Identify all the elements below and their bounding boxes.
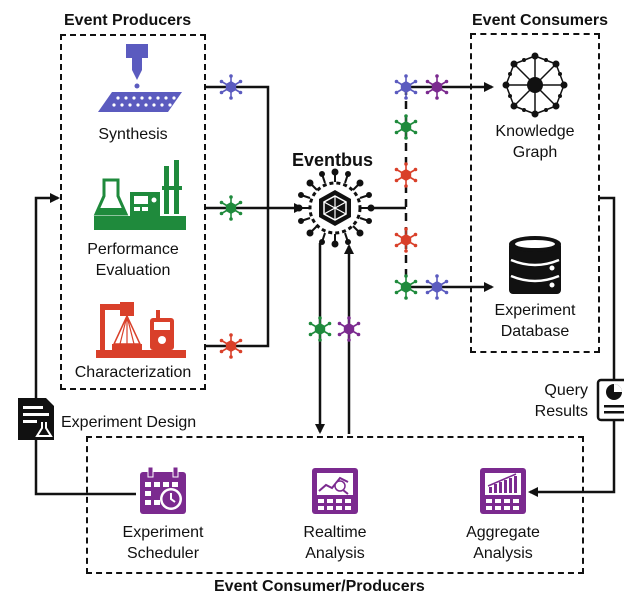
event-consumer-producers-box [86,436,584,574]
event-consumers-box [470,33,600,353]
scheduler-label-line2: Scheduler [126,545,200,562]
query-results-label-line2: Results [534,403,588,420]
event-icon-down-green [308,316,332,346]
event-consumers-title: Event Consumers [472,12,609,29]
query-results-label-line1: Query [544,382,588,399]
database-label-line2: Database [500,323,570,340]
event-icon-stack-red-2 [394,227,418,257]
aggregate-label-line1: Aggregate [466,524,540,541]
aggregate-label-line2: Analysis [473,545,533,562]
knowledge-graph-label-line2: Graph [512,144,558,161]
performance-evaluation-icon [93,160,186,230]
database-label-line1: Experiment [494,302,576,319]
query-results-document-icon [596,378,624,422]
scheduler-label-line1: Experiment [122,524,204,541]
characterization-label: Characterization [74,364,192,381]
event-icon-up-purple [337,316,361,346]
realtime-analysis-icon [312,468,358,514]
experiment-design-document-icon [18,398,54,440]
realtime-label-line2: Analysis [305,545,365,562]
realtime-label-line1: Realtime [303,524,367,541]
event-producers-title: Event Producers [64,12,192,29]
query-results-loop [528,196,616,497]
event-consumer-producers-title: Event Consumer/Producers [214,578,425,595]
event-icon-bus-out-blue [394,74,418,104]
event-producers-box [60,34,206,390]
performance-label-line2: Evaluation [95,262,171,279]
eventbus-icon [295,168,375,248]
event-icon-stack-blue [425,274,449,304]
synthesis-to-bus-line [206,85,270,208]
knowledge-graph-icon [502,52,568,118]
scheduler-icon [140,466,186,514]
event-icon-bus-out-purple [425,74,449,104]
event-icon-characterization [219,333,243,363]
event-icon-performance [219,195,243,225]
synthesis-label: Synthesis [98,126,168,143]
aggregate-analysis-icon [480,468,526,514]
experiment-design-label: Experiment Design [61,414,197,431]
knowledge-graph-label-line1: Knowledge [495,123,575,140]
event-icon-stack-green-2 [394,274,418,304]
event-icon-stack-green-1 [394,114,418,144]
characterization-to-bus-line [206,208,270,348]
eventbus-title: Eventbus [292,150,374,170]
synthesis-icon [98,44,182,112]
performance-label-line1: Performance [87,241,179,258]
event-icon-stack-red-1 [394,162,418,192]
event-icon-synthesis [219,74,243,104]
database-icon [509,236,561,294]
characterization-icon [96,302,186,358]
